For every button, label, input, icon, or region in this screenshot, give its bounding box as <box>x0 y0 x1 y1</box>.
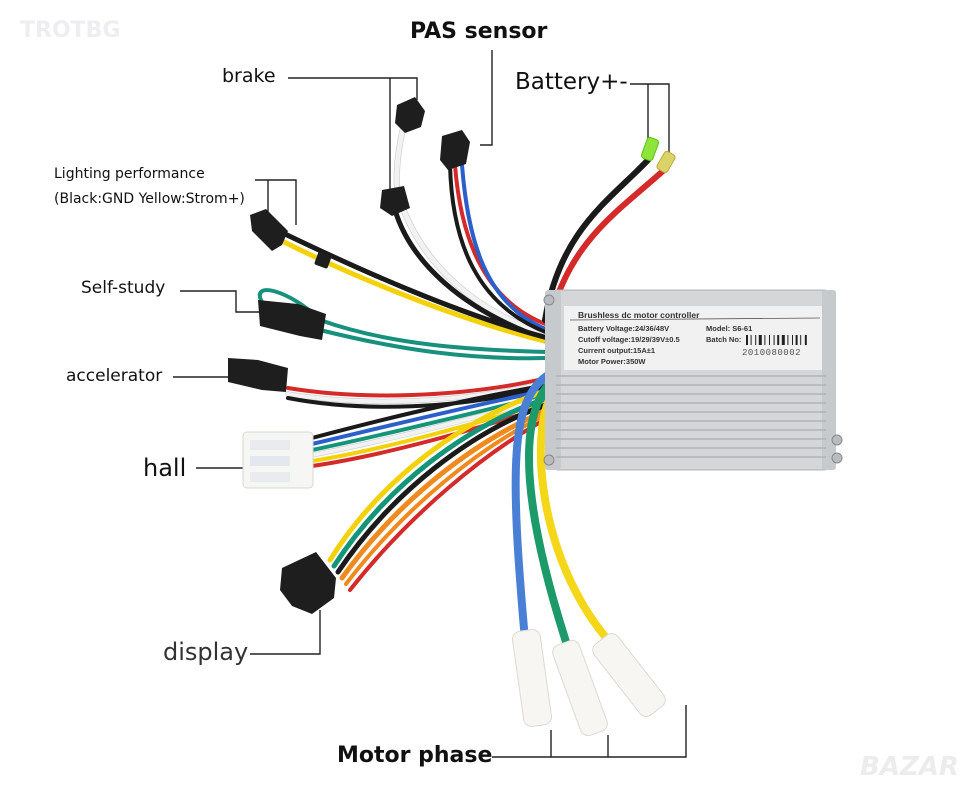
label-motor-phase: Motor phase <box>337 743 493 768</box>
watermark-bazar: BAZAR <box>860 752 959 782</box>
barcode-bar <box>777 335 780 345</box>
plate-current-output: Current output:15A±1 <box>578 346 655 355</box>
plate-title: Brushless dc motor controller <box>578 310 700 320</box>
plate-batch-number: 2010080002 <box>742 348 801 358</box>
phase-wire-green <box>525 381 572 652</box>
barcode-bar <box>804 335 807 345</box>
controller-box: Brushless dc motor controller Battery Vo… <box>543 289 843 471</box>
callout-battery <box>630 83 670 160</box>
battery-wire-black <box>542 157 651 323</box>
barcode-bar <box>746 335 748 345</box>
label-brake: brake <box>222 65 276 87</box>
plate-model: Model: S6-61 <box>706 324 752 333</box>
plate-cutoff-voltage: Cutoff voltage:19/29/39V±0.5 <box>578 335 680 344</box>
callout-lines <box>173 50 687 758</box>
watermark-trotbg: TROTBG <box>20 18 121 43</box>
lighting-inline-sleeve <box>314 251 332 269</box>
display-wire-red <box>348 416 550 592</box>
display-connector <box>280 552 336 614</box>
accelerator-wire-red <box>286 376 550 398</box>
label-pas-sensor: PAS sensor <box>410 19 548 44</box>
pas-connector <box>440 130 470 170</box>
barcode-bar <box>750 335 752 345</box>
barcode-bar <box>792 335 793 345</box>
phase-wire-yellow <box>536 394 612 644</box>
brake-connector-top <box>395 97 425 133</box>
lighting-wire-yellow <box>277 237 551 345</box>
brake-connector-bottom <box>380 186 410 216</box>
accelerator-connector <box>228 358 288 392</box>
hall-wire-blue <box>310 388 550 446</box>
callout-brake <box>288 77 418 190</box>
callout-display <box>250 610 321 655</box>
hall-connector <box>242 431 314 489</box>
plate-batch-label: Batch No: <box>706 335 741 344</box>
label-accelerator: accelerator <box>66 366 163 386</box>
plate-battery-voltage: Battery Voltage:24/36/48V <box>578 324 669 333</box>
label-self-study: Self-study <box>81 278 166 298</box>
callout-motor-phase <box>492 705 687 758</box>
phase-wire-blue <box>511 371 552 644</box>
brake-wire-white <box>394 117 551 338</box>
lighting-connector <box>250 209 288 251</box>
self-study-connector <box>258 300 326 340</box>
barcode-bar <box>764 335 766 345</box>
label-lighting-line2: (Black:GND Yellow:Strom+) <box>54 191 245 207</box>
hall-wire-white <box>310 396 550 457</box>
label-hall: hall <box>143 454 187 482</box>
pas-wire-red <box>453 163 550 327</box>
pas-wire-black <box>448 163 550 335</box>
barcode-bar <box>800 335 802 345</box>
display-wire-yellow <box>327 387 551 563</box>
accelerator-wire-black <box>286 384 550 409</box>
callout-self-study <box>180 290 262 313</box>
barcode <box>746 335 807 345</box>
battery-terminals <box>640 136 676 174</box>
lighting-wire-black <box>282 231 551 341</box>
barcode-bar <box>773 335 775 345</box>
callout-pas <box>480 50 493 146</box>
barcode-bar <box>758 335 762 345</box>
barcode-bar <box>787 335 789 345</box>
plate-motor-power: Motor Power:350W <box>578 357 646 366</box>
barcode-bar <box>795 335 798 345</box>
connectors <box>228 97 470 614</box>
self-study-wire-teal-2 <box>318 328 550 361</box>
pas-wire-blue <box>460 163 550 332</box>
self-study-wire-teal <box>257 288 550 354</box>
hall-wire-black <box>310 383 550 440</box>
barcode-bar <box>755 335 757 345</box>
label-battery: Battery+- <box>515 69 628 95</box>
label-lighting-line1: Lighting performance <box>54 166 205 182</box>
motor-phase-terminals <box>511 629 666 737</box>
barcode-bar <box>781 335 785 345</box>
barcode-bar <box>769 335 770 345</box>
label-display: display <box>163 638 249 666</box>
display-wire-green <box>331 395 551 569</box>
